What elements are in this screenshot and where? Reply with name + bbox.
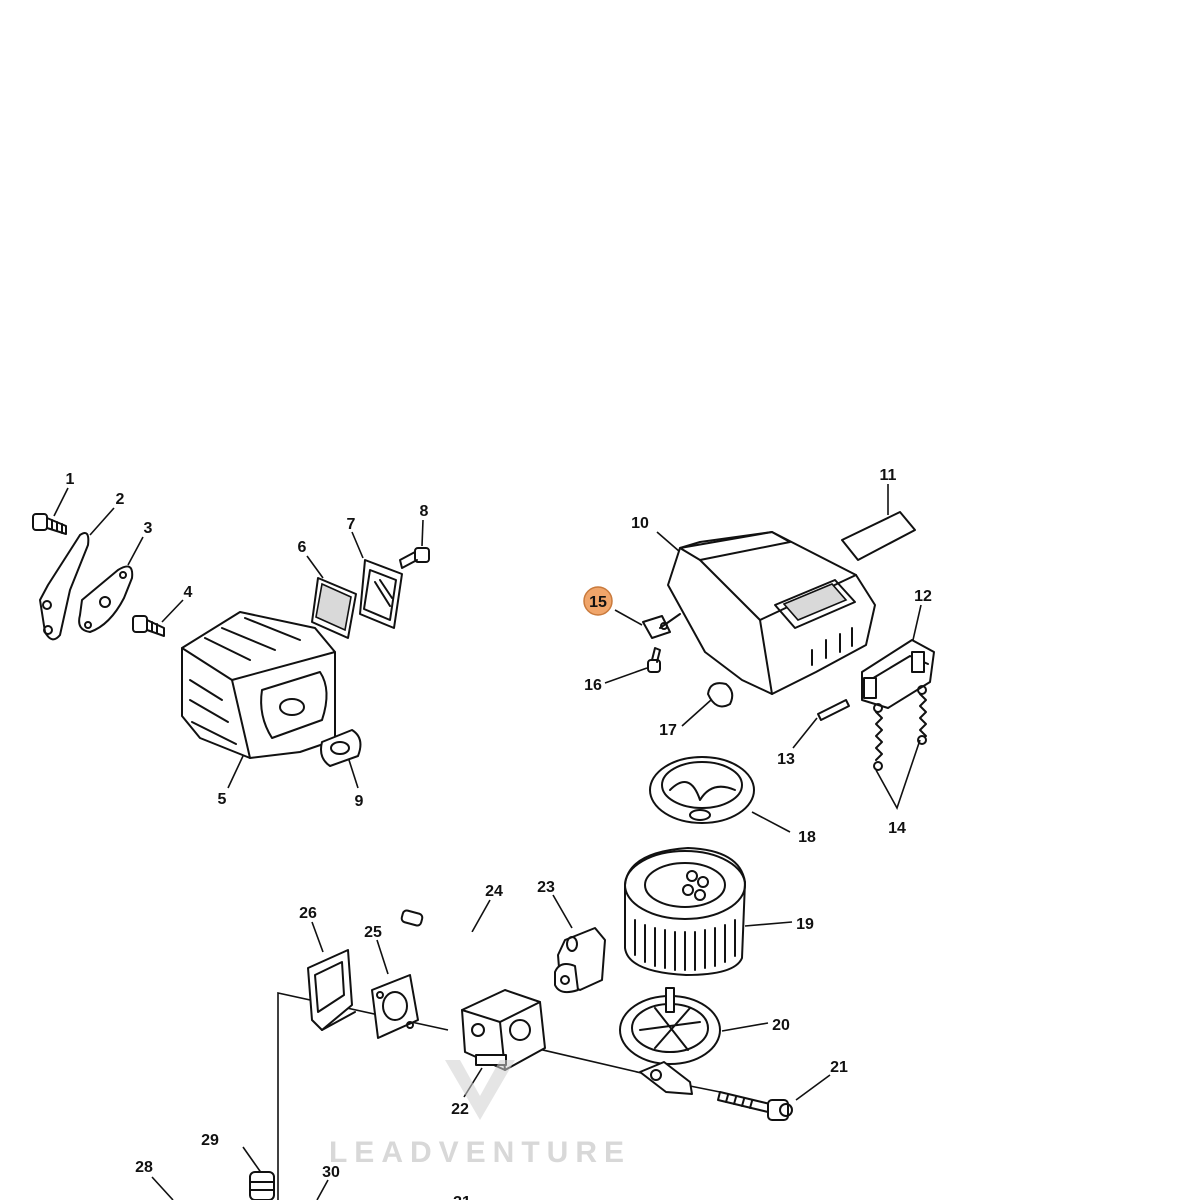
callout-11[interactable]: 11 — [880, 467, 897, 484]
callout-8[interactable]: 8 — [420, 503, 429, 520]
part-19-filter — [624, 847, 746, 976]
callout-14[interactable]: 14 — [888, 820, 906, 837]
callout-6[interactable]: 6 — [298, 539, 307, 556]
part-15-bracket — [642, 613, 681, 639]
callout-26[interactable]: 26 — [299, 905, 317, 922]
callout-1[interactable]: 1 — [66, 471, 75, 488]
callout-labels: 1 2 3 4 5 6 7 8 9 10 11 12 13 14 15 16 1… — [66, 467, 932, 1200]
callout-9[interactable]: 9 — [355, 793, 364, 810]
callout-13[interactable]: 13 — [777, 751, 795, 768]
part-16-screw — [647, 647, 661, 673]
callout-23[interactable]: 23 — [537, 879, 555, 896]
part-11-label — [841, 511, 916, 561]
part-12-latch — [861, 639, 935, 709]
part-18-prefilter — [649, 756, 755, 824]
part-17-grommet — [707, 682, 734, 708]
callout-15-highlight[interactable] — [583, 586, 613, 616]
callout-19[interactable]: 19 — [796, 916, 814, 933]
part-20-base — [619, 987, 721, 1095]
part-24-fuel-line — [400, 909, 518, 988]
callout-18[interactable]: 18 — [798, 829, 816, 846]
callout-28[interactable]: 28 — [135, 1159, 153, 1176]
callout-20[interactable]: 20 — [772, 1017, 790, 1034]
part-10-shroud — [667, 531, 876, 695]
part-13-pin — [817, 699, 850, 721]
callout-5[interactable]: 5 — [218, 791, 227, 808]
part-7-cover — [359, 559, 403, 629]
callout-15[interactable]: 15 — [589, 594, 607, 611]
callout-4[interactable]: 4 — [184, 584, 193, 601]
callout-25[interactable]: 25 — [364, 924, 382, 941]
watermark-text: LEADVENTURE — [329, 1136, 631, 1169]
watermark-logo — [445, 1060, 515, 1120]
part-26-flange — [307, 949, 356, 1031]
part-29-fitting — [249, 1171, 275, 1200]
part-4-screw — [132, 615, 165, 637]
callout-2[interactable]: 2 — [116, 491, 125, 508]
callout-29[interactable]: 29 — [201, 1132, 219, 1149]
part-3-plate — [78, 565, 134, 633]
part-21-bolt — [717, 1091, 793, 1121]
part-5-muffler — [181, 611, 336, 759]
callout-24[interactable]: 24 — [485, 883, 503, 900]
callout-3[interactable]: 3 — [144, 520, 153, 537]
part-1-screw — [32, 513, 67, 535]
callout-31[interactable]: 31 — [453, 1194, 471, 1200]
part-2-plate — [39, 532, 90, 641]
callout-16[interactable]: 16 — [584, 677, 602, 694]
part-6-screen — [311, 577, 357, 639]
part-25-gasket — [371, 974, 419, 1039]
part-14-springs — [873, 685, 927, 771]
part-8-screw — [399, 547, 430, 569]
callout-21[interactable]: 21 — [830, 1059, 848, 1076]
callout-10[interactable]: 10 — [631, 515, 649, 532]
part-22-carburetor — [461, 989, 546, 1071]
part-23-elbow — [554, 927, 606, 994]
callout-17[interactable]: 17 — [659, 722, 677, 739]
callout-22[interactable]: 22 — [451, 1101, 469, 1118]
part-9-gasket — [320, 729, 362, 767]
callout-30[interactable]: 30 — [322, 1164, 340, 1181]
callout-7[interactable]: 7 — [347, 516, 356, 533]
callout-12[interactable]: 12 — [914, 588, 932, 605]
